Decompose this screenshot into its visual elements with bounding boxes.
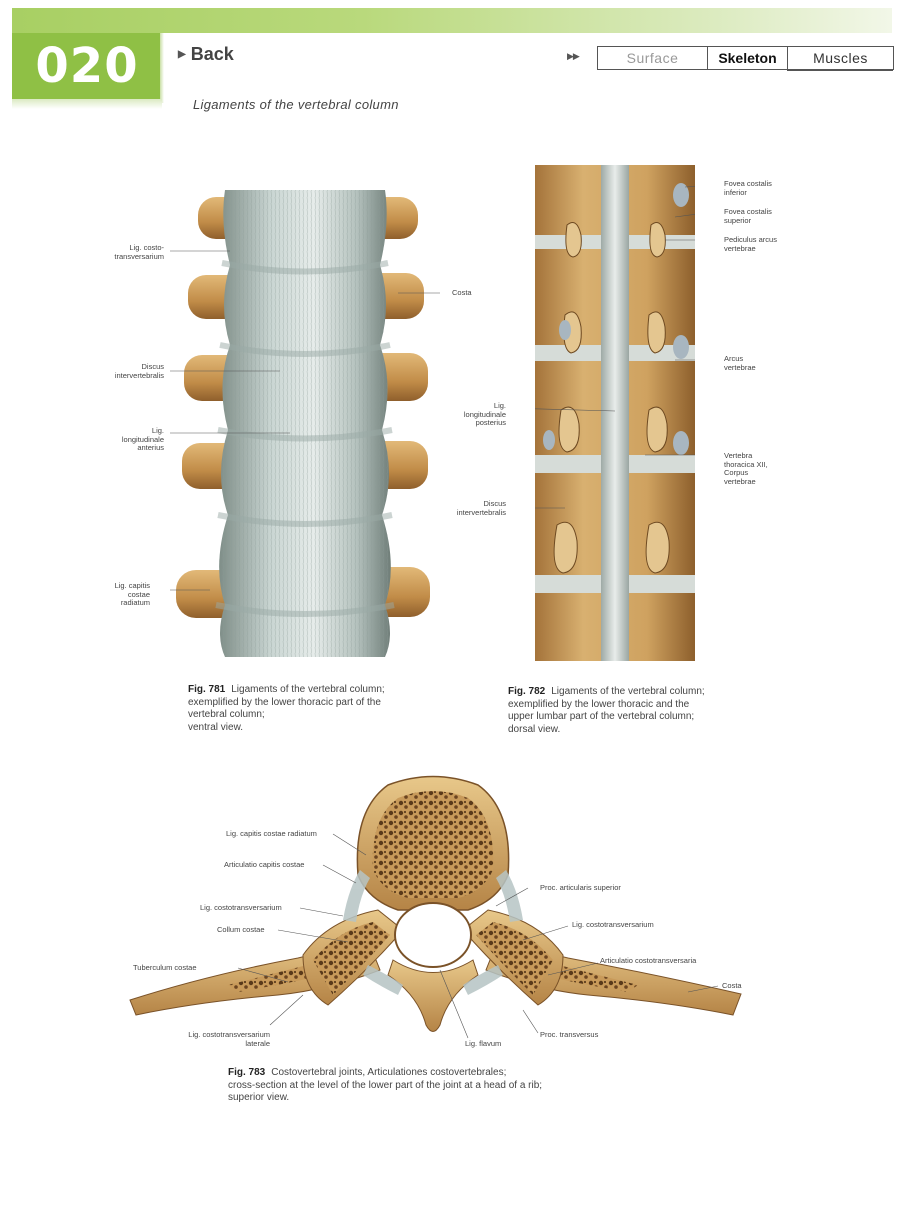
page-subtitle: Ligaments of the vertebral column <box>193 97 399 112</box>
tab-surface[interactable]: Surface <box>598 47 708 69</box>
fig782-label-fovea-inf: Fovea costalis inferior <box>724 179 772 197</box>
fig783-illustration <box>129 775 742 1039</box>
tab-muscles[interactable]: Muscles <box>788 47 894 69</box>
fig782-caption-text: Ligaments of the vertebral column; exemp… <box>508 686 705 735</box>
fig783-label-proc-art: Proc. articularis superior <box>540 883 621 892</box>
fig782-illustration <box>535 165 695 661</box>
fig782-label-fovea-sup: Fovea costalis superior <box>724 207 772 225</box>
fig781-label-discus: Discus intervertebralis <box>114 362 164 380</box>
fig782-label-pediculus: Pediculus arcus vertebrae <box>724 235 777 253</box>
fig782-label-arcus: Arcus vertebrae <box>724 354 756 372</box>
page-number-shadow <box>160 33 164 103</box>
fig781-label-capitis: Lig. capitis costae radiatum <box>114 581 150 607</box>
fig781-label-costa: Costa <box>452 288 472 297</box>
page-number: 020 <box>12 33 162 99</box>
fig781-caption-number: Fig. 781 <box>188 684 226 695</box>
fig781-label-long-ant: Lig. longitudinale anterius <box>121 426 164 452</box>
tab-underline <box>787 70 893 71</box>
fig781-illustration <box>170 190 440 657</box>
fig783-label-capitis-rad: Lig. capitis costae radiatum <box>226 829 317 838</box>
play-icon: ▶ <box>178 49 186 60</box>
fig783-label-tuberculum: Tuberculum costae <box>133 963 197 972</box>
page-number-shadow-bottom <box>12 99 162 109</box>
fig782-label-long-post: Lig. longitudinale posterius <box>463 401 506 427</box>
fig783-label-proc-trans: Proc. transversus <box>540 1030 599 1039</box>
fig783-caption-text: Costovertebral joints, Articulationes co… <box>228 1067 543 1103</box>
fig783-label-flavum: Lig. flavum <box>465 1039 502 1048</box>
fig781-label-costotransversarium: Lig. costo- transversarium <box>114 243 164 261</box>
back-label: Back <box>190 44 234 64</box>
fast-forward-icon: ▶▶ <box>567 51 580 61</box>
fig783-label-costa: Costa <box>722 981 742 990</box>
fig782-label-discus: Discus intervertebralis <box>456 499 506 517</box>
fig783-caption-number: Fig. 783 <box>228 1067 266 1078</box>
fig783-label-artic-capitis: Articulatio capitis costae <box>224 860 305 869</box>
fig783-label-costotrans-l: Lig. costotransversarium <box>200 903 282 912</box>
fig783-label-collum: Collum costae <box>217 925 265 934</box>
fig781-caption-text: Ligaments of the vertebral column; exemp… <box>188 684 385 733</box>
view-tabs: Surface Skeleton Muscles <box>597 46 894 70</box>
fig783-label-costotrans-lat: Lig. costotransversarium laterale <box>188 1030 270 1048</box>
tab-skeleton[interactable]: Skeleton <box>708 47 788 69</box>
fig782-caption-number: Fig. 782 <box>508 686 546 697</box>
fig783-label-artic-costotrans: Articulatio costotransversaria <box>600 956 697 965</box>
fig782-label-vertebra: Vertebra thoracica XII, Corpus vertebrae <box>724 451 768 486</box>
back-button[interactable]: ▶ Back <box>178 44 234 65</box>
fig783-label-costotrans-r: Lig. costotransversarium <box>572 920 654 929</box>
header-band <box>12 8 892 33</box>
